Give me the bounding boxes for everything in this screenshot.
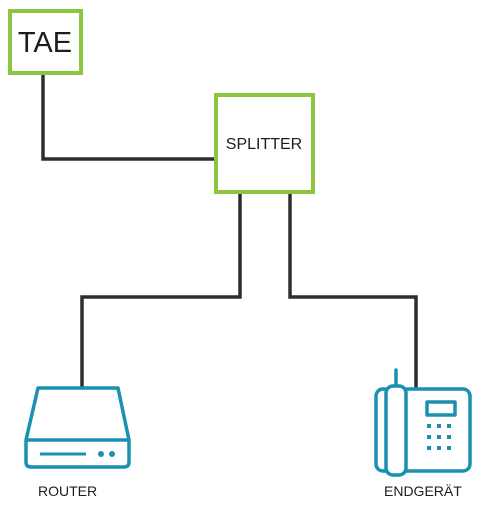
router-label: ROUTER <box>38 483 97 499</box>
tae-box: TAE <box>8 9 83 75</box>
connection-lines <box>41 73 418 390</box>
tae-box-border <box>8 9 83 75</box>
splitter-box-border <box>214 93 315 194</box>
phone-keypad <box>427 424 451 450</box>
connection-splitter-router <box>80 192 242 388</box>
router-led-2 <box>109 451 115 457</box>
connection-tae-splitter <box>41 73 216 161</box>
tae-label: TAE <box>18 27 72 59</box>
router-body <box>24 386 131 469</box>
connection-splitter-endgeraet <box>288 192 418 390</box>
router-led-1 <box>98 451 104 457</box>
phone-display <box>425 400 457 417</box>
splitter-label: SPLITTER <box>226 136 302 153</box>
phone-base <box>374 387 472 473</box>
endgeraet-label: ENDGERÄT <box>384 483 462 499</box>
router-icon <box>24 386 131 469</box>
phone-handset <box>384 384 408 477</box>
splitter-box: SPLITTER <box>214 93 315 194</box>
desk-phone-icon <box>374 368 472 477</box>
